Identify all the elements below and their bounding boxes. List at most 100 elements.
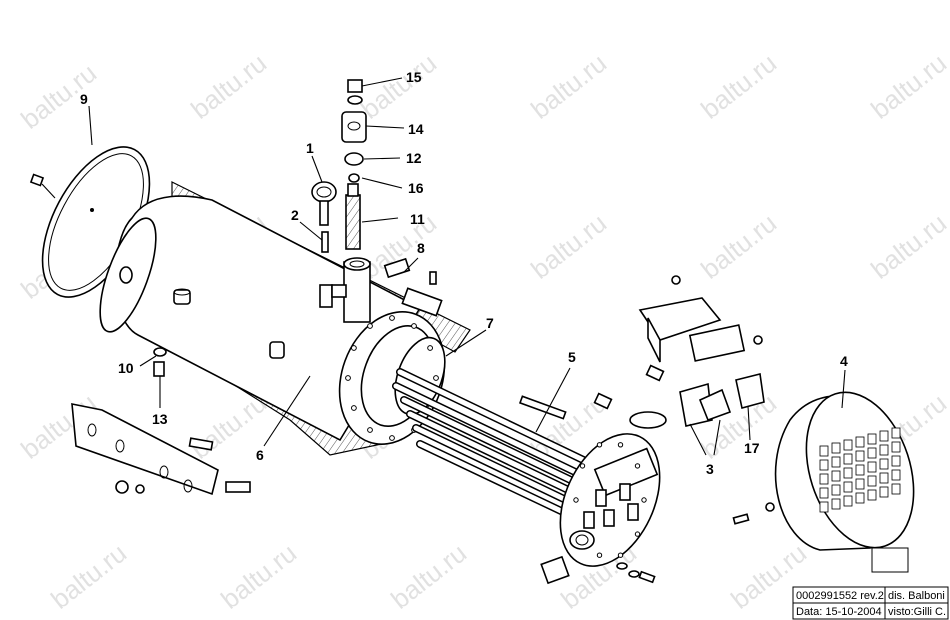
cover-vent-slot bbox=[843, 453, 853, 465]
cover-vent-slot bbox=[843, 467, 853, 479]
cover-vent-slot bbox=[831, 456, 841, 468]
cover-vent-slot bbox=[819, 445, 829, 457]
callout-8: 8 bbox=[417, 240, 425, 256]
element-plate-hole bbox=[617, 552, 624, 558]
cover-vent-slot bbox=[819, 487, 829, 499]
cover-vent-slot bbox=[819, 501, 829, 513]
callout-5: 5 bbox=[568, 349, 576, 365]
callout-12: 12 bbox=[406, 150, 422, 166]
cover-vent-slot bbox=[843, 481, 853, 493]
element-plate-hole bbox=[573, 497, 579, 503]
callout-2: 2 bbox=[291, 207, 299, 223]
cover-vent-slot bbox=[831, 498, 841, 510]
flange-bolt-hole bbox=[389, 315, 395, 321]
cover-vent-slot bbox=[891, 455, 901, 467]
element-tube bbox=[417, 441, 583, 523]
callout-3: 3 bbox=[706, 461, 714, 477]
cover-vent-slot bbox=[867, 475, 877, 487]
element-plate-hole bbox=[617, 442, 624, 448]
flange-bolt-hole bbox=[351, 405, 357, 411]
element-plate-hole bbox=[596, 552, 603, 558]
callout-16: 16 bbox=[408, 180, 424, 196]
element-plate-hole bbox=[579, 463, 586, 469]
callout-13: 13 bbox=[152, 411, 168, 427]
element-tube bbox=[393, 383, 599, 485]
cover-vent-slot bbox=[831, 442, 841, 454]
element-cover bbox=[732, 391, 915, 551]
cover-vent-slot bbox=[855, 464, 865, 476]
callout-7: 7 bbox=[486, 315, 494, 331]
cover-vent-slot bbox=[831, 470, 841, 482]
title-block: 0002991552 rev.2 dis. Balboni Data: 15-1… bbox=[792, 586, 949, 620]
watermark-text: baltu.ru bbox=[185, 48, 272, 125]
cover-vent-slot bbox=[879, 458, 889, 470]
flange-bolt-hole bbox=[389, 435, 395, 441]
element-plate-hole bbox=[641, 497, 647, 503]
watermark-text: baltu.ru bbox=[865, 48, 950, 125]
watermark-text: baltu.ru bbox=[385, 538, 472, 615]
heating-element bbox=[392, 368, 661, 585]
watermark-text: baltu.ru bbox=[15, 58, 102, 135]
cover-vent-slot bbox=[867, 461, 877, 473]
cover-vent-slot bbox=[879, 486, 889, 498]
callout-9: 9 bbox=[80, 91, 88, 107]
cover-vent-slot bbox=[855, 492, 865, 504]
watermark-text: baltu.ru bbox=[695, 48, 782, 125]
leader-lines bbox=[88, 77, 846, 456]
callout-15: 15 bbox=[406, 69, 422, 85]
cover-vent-slot bbox=[843, 439, 853, 451]
callout-labels: 1 2 3 4 5 6 7 8 9 10 11 12 13 14 15 16 1… bbox=[80, 69, 848, 477]
cover-vent-slot bbox=[879, 430, 889, 442]
revision-box bbox=[871, 547, 909, 573]
callout-17: 17 bbox=[744, 440, 760, 456]
cover-vent-slot bbox=[879, 444, 889, 456]
cover-vent-slot bbox=[855, 436, 865, 448]
element-plate-hole bbox=[634, 463, 641, 469]
callout-6: 6 bbox=[256, 447, 264, 463]
thermostat-assembly bbox=[593, 275, 765, 429]
flange-bolt-hole bbox=[427, 345, 434, 351]
gauge-and-valve-stack bbox=[311, 79, 443, 317]
watermark-text: baltu.ru bbox=[525, 208, 612, 285]
cover-vent-slot bbox=[891, 469, 901, 481]
cover-vent-slot bbox=[819, 459, 829, 471]
cover-vent-slot bbox=[855, 478, 865, 490]
watermark-text: baltu.ru bbox=[525, 48, 612, 125]
element-plate-hole bbox=[634, 531, 641, 537]
cover-vent-slot bbox=[855, 450, 865, 462]
cover-vent-slot bbox=[891, 427, 901, 439]
cover-vent-slot bbox=[867, 489, 877, 501]
watermark-text: baltu.ru bbox=[215, 538, 302, 615]
cover-vent-slot bbox=[867, 447, 877, 459]
doc-number: 0002991552 rev.2 bbox=[796, 590, 884, 602]
cover-vent-slot bbox=[867, 433, 877, 445]
flange-bolt-hole bbox=[367, 427, 373, 433]
flange-bolt-hole bbox=[351, 345, 357, 351]
cover-vent-slot bbox=[843, 495, 853, 507]
watermark-text: baltu.ru bbox=[355, 48, 442, 125]
callout-11: 11 bbox=[410, 211, 425, 227]
cover-vent-slot bbox=[879, 472, 889, 484]
cover-vent-slot bbox=[819, 473, 829, 485]
flange-bolt-hole bbox=[411, 323, 417, 329]
drawing-date: Data: 15-10-2004 bbox=[796, 606, 882, 618]
cover-vent-slot bbox=[891, 483, 901, 495]
watermark-text: baltu.ru bbox=[45, 538, 132, 615]
callout-1: 1 bbox=[306, 140, 314, 156]
element-plate-hole bbox=[596, 442, 603, 448]
cover-vent-slot bbox=[831, 484, 841, 496]
fixing-plate-assembly bbox=[71, 347, 251, 496]
callout-10: 10 bbox=[118, 360, 134, 376]
flange-bolt-hole bbox=[433, 375, 439, 381]
drawn-by: dis. Balboni bbox=[888, 590, 945, 602]
callout-4: 4 bbox=[840, 353, 848, 369]
checked-by: visto:Gilli C. bbox=[888, 606, 946, 618]
watermark-text: baltu.ru bbox=[865, 208, 950, 285]
flange-bolt-hole bbox=[367, 323, 373, 329]
callout-14: 14 bbox=[408, 121, 424, 137]
cover-vent-slot bbox=[891, 441, 901, 453]
element-tube bbox=[397, 369, 603, 471]
flange-bolt-hole bbox=[345, 375, 351, 381]
watermark-text: baltu.ru bbox=[695, 208, 782, 285]
